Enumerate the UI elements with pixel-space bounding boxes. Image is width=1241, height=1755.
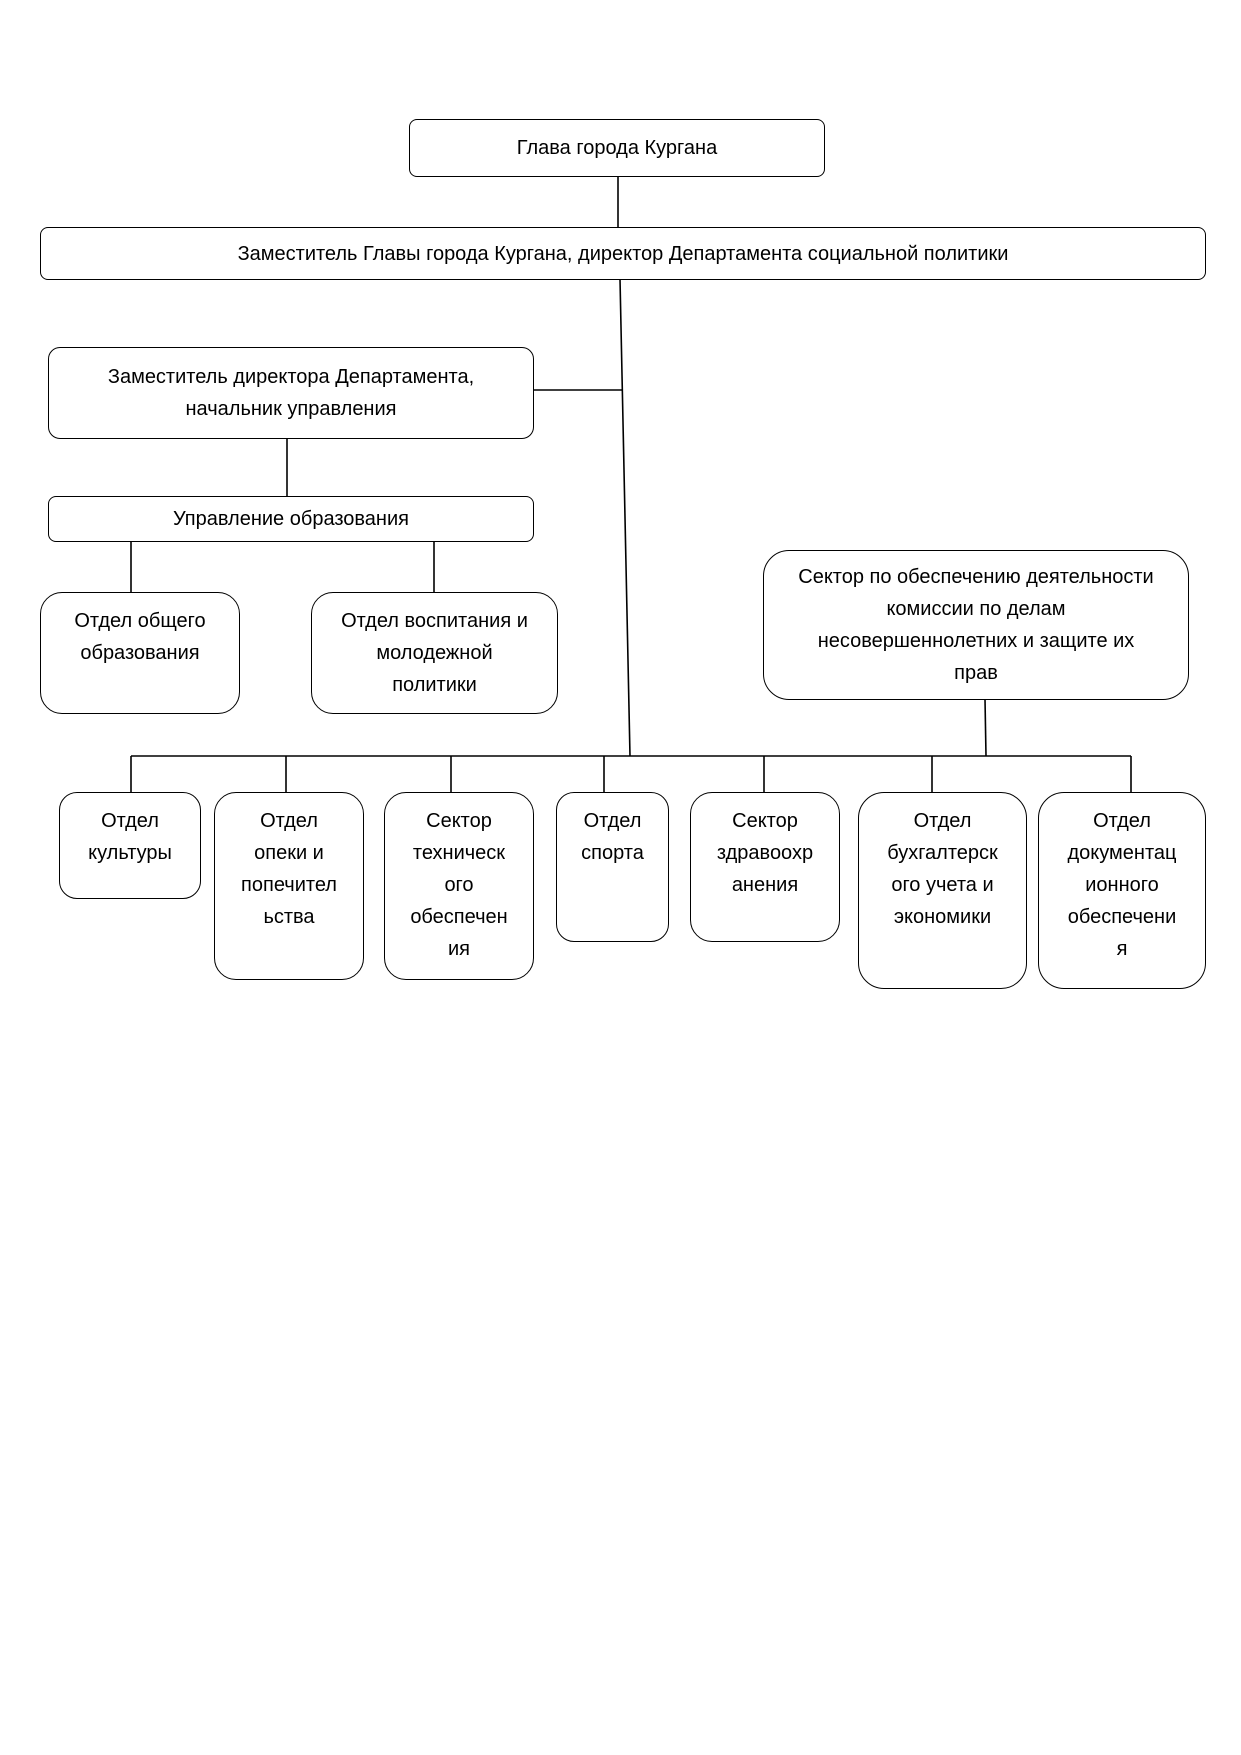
deputy-director-box: Заместитель директора Департамента, нача… (48, 347, 534, 439)
head-label: Глава города Кургана (516, 137, 718, 159)
technical-support-sector-box: Сектор техническ ого обеспечен ия (384, 792, 534, 980)
technical-support-sector-label: Сектор техническ ого обеспечен ия (410, 810, 508, 960)
accounting-economics-department-box: Отдел бухгалтерск ого учета и экономики (858, 792, 1027, 989)
sport-department-box: Отдел спорта (556, 792, 669, 942)
accounting-economics-department-label: Отдел бухгалтерск ого учета и экономики (887, 810, 998, 928)
line-main-trunk (619, 278, 631, 757)
deputy-head-box: Заместитель Главы города Кургана, директ… (40, 227, 1206, 280)
education-administration-box: Управление образования (48, 496, 534, 542)
general-education-department-label: Отдел общего образования (74, 610, 206, 664)
sport-department-label: Отдел спорта (581, 810, 644, 864)
minors-commission-sector-box: Сектор по обеспечению деятельности комис… (763, 550, 1189, 700)
guardianship-department-box: Отдел опеки и попечител ьства (214, 792, 364, 980)
general-education-department-box: Отдел общего образования (40, 592, 240, 714)
deputy-director-label: Заместитель директора Департамента, нача… (107, 366, 475, 420)
health-sector-box: Сектор здравоохр анения (690, 792, 840, 942)
documentation-support-department-label: Отдел документац ионного обеспечени я (1067, 810, 1177, 960)
documentation-support-department-box: Отдел документац ионного обеспечени я (1038, 792, 1206, 989)
education-administration-label: Управление образования (173, 508, 409, 530)
minors-commission-sector-label: Сектор по обеспечению деятельности комис… (798, 566, 1154, 684)
deputy-head-label: Заместитель Главы города Кургана, директ… (237, 242, 1009, 265)
culture-department-label: Отдел культуры (88, 810, 172, 864)
upbringing-youth-department-box: Отдел воспитания и молодежной политики (311, 592, 558, 714)
guardianship-department-label: Отдел опеки и попечител ьства (241, 810, 337, 928)
line-commission-down (984, 698, 987, 757)
upbringing-youth-department-label: Отдел воспитания и молодежной политики (341, 610, 528, 696)
head-box: Глава города Кургана (409, 119, 825, 177)
health-sector-label: Сектор здравоохр анения (716, 810, 814, 896)
culture-department-box: Отдел культуры (59, 792, 201, 899)
